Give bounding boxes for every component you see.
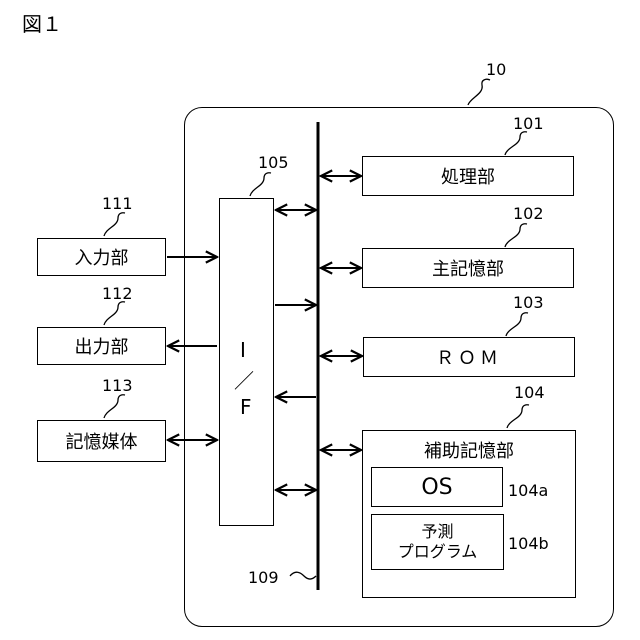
leader-105 <box>250 173 271 196</box>
leader-101 <box>505 132 527 155</box>
leader-113 <box>104 395 125 418</box>
leader-10 <box>468 79 490 105</box>
leader-112 <box>104 302 125 325</box>
leader-104 <box>507 405 529 428</box>
leader-102 <box>505 224 527 247</box>
leader-103 <box>506 313 528 336</box>
leader-111 <box>104 213 125 236</box>
leader-109 <box>290 572 316 579</box>
